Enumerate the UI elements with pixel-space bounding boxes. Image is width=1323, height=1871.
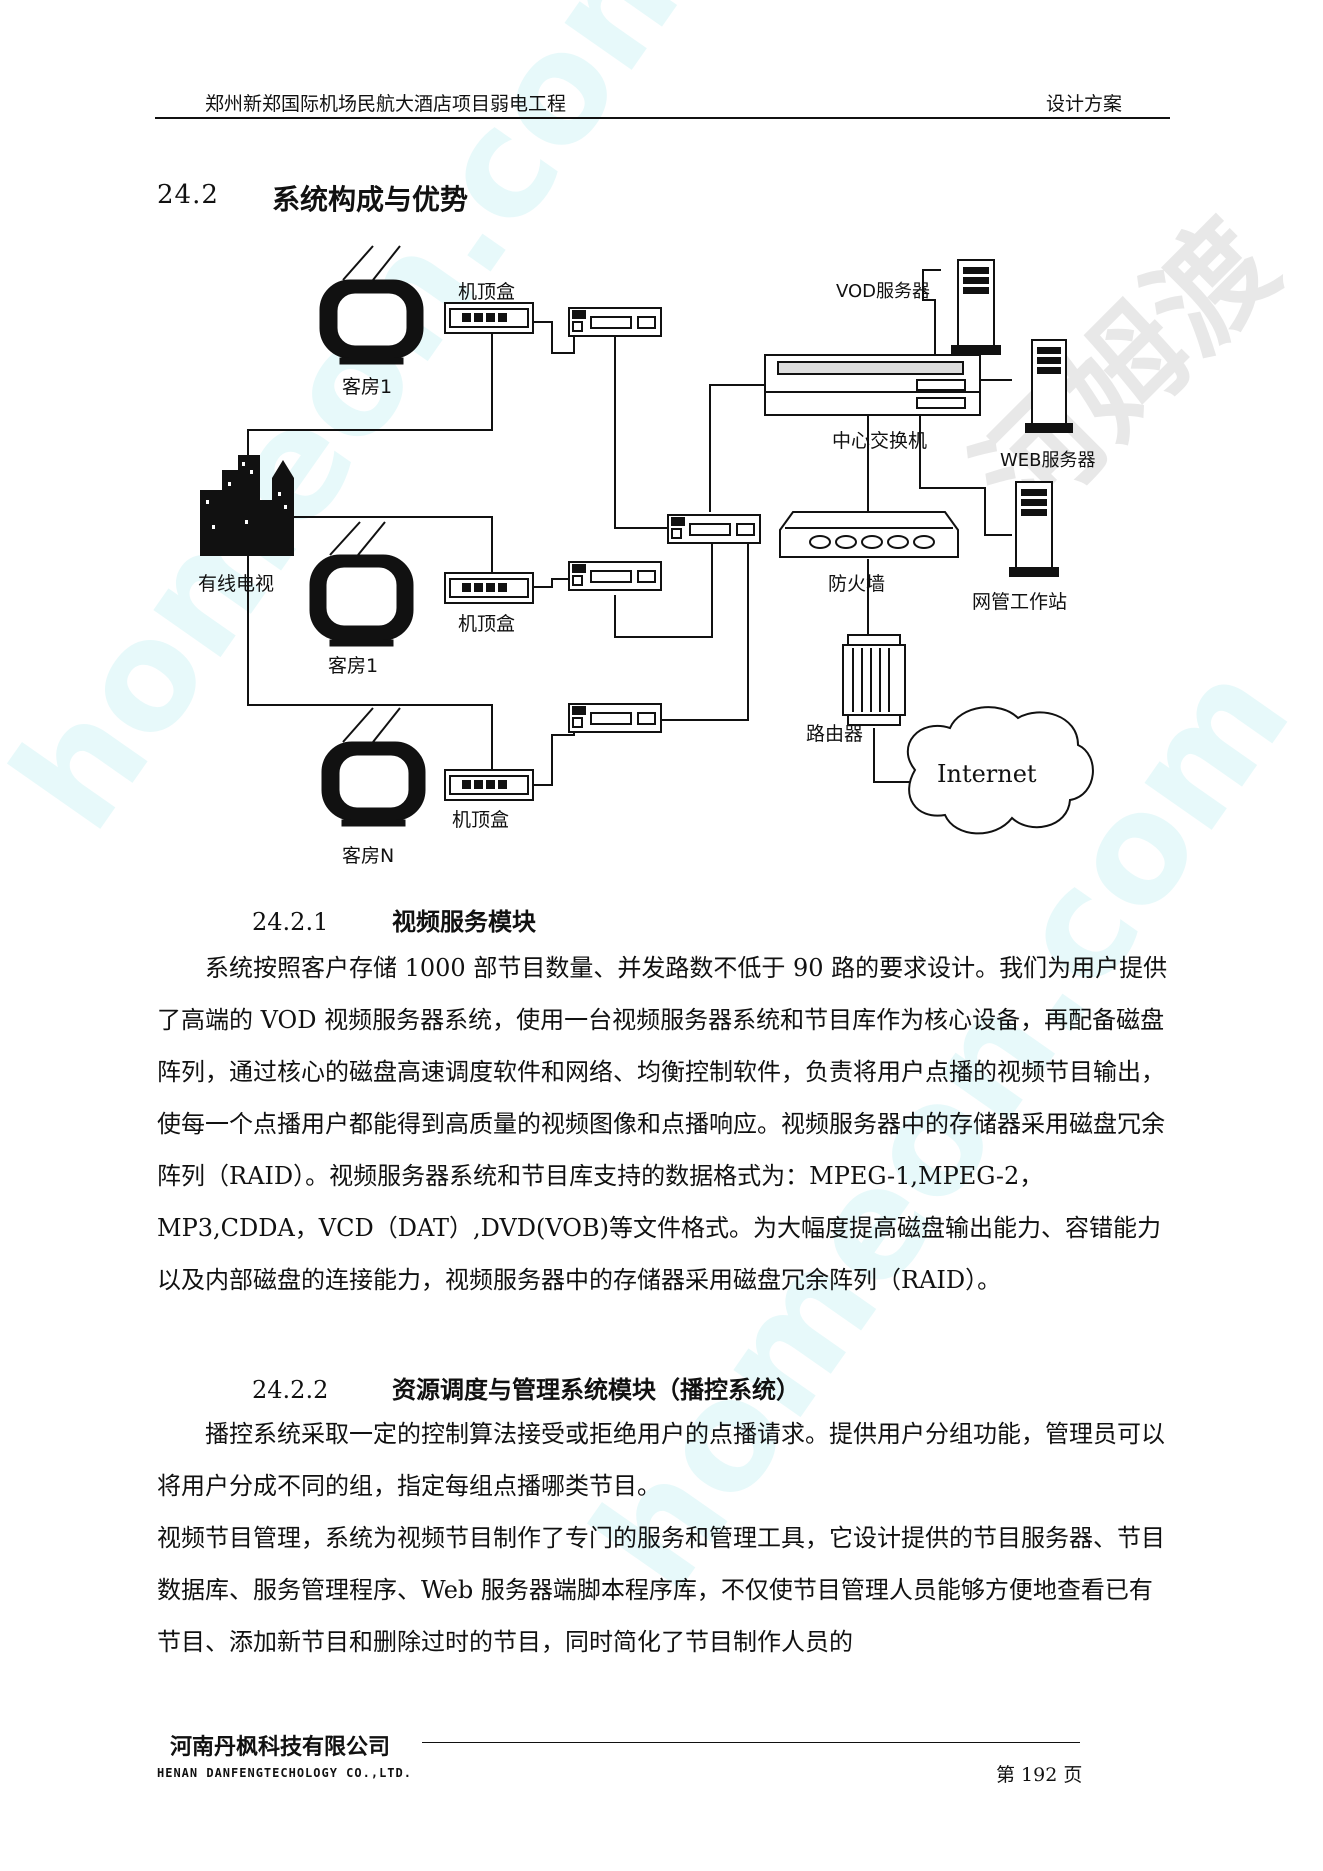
- label-stb-1: 机顶盒: [458, 281, 515, 303]
- set-top-box-2: [444, 572, 534, 604]
- label-cable-tv: 有线电视: [198, 573, 274, 595]
- line-hub-center-switch: [709, 384, 765, 512]
- core-switch-device: [764, 354, 981, 416]
- line-stb1-building: [247, 322, 493, 463]
- subsection-2-title: 资源调度与管理系统模块（播控系统）: [392, 1375, 800, 1404]
- line-stb3-hub3: [532, 727, 575, 786]
- line-vod-switch: [922, 269, 941, 355]
- subsection-2-number: 24.2.2: [252, 1376, 329, 1404]
- subsection-1-body: 系统按照客户存储 1000 部节目数量、并发路数不低于 90 路的要求设计。我们…: [157, 942, 1169, 1306]
- tv-room-1: [319, 245, 424, 365]
- hub-2: [568, 561, 662, 591]
- label-firewall: 防火墙: [828, 573, 885, 595]
- label-room-1: 客房1: [342, 376, 392, 398]
- label-room-n: 客房N: [342, 845, 394, 867]
- label-router: 路由器: [806, 723, 863, 745]
- hub-center: [667, 514, 761, 544]
- section-title: 系统构成与优势: [272, 183, 469, 216]
- line-stb2-hub2: [532, 578, 574, 588]
- firewall-device: [779, 511, 959, 558]
- tv-room-2: [309, 521, 414, 647]
- set-top-box-3: [444, 769, 534, 801]
- router-device: [842, 634, 906, 726]
- label-core-switch: 中心交换机: [832, 430, 927, 452]
- hub-3: [568, 703, 662, 733]
- line-building-stb3: [247, 556, 493, 773]
- subsection-2-heading: 24.2.2 资源调度与管理系统模块（播控系统）: [252, 1370, 800, 1405]
- label-vod-server: VOD服务器: [836, 281, 930, 302]
- cable-tv-building-icon: [200, 455, 294, 556]
- label-web-server: WEB服务器: [1000, 450, 1096, 471]
- subsection-1-paragraph: 系统按照客户存储 1000 部节目数量、并发路数不低于 90 路的要求设计。我们…: [157, 954, 1168, 1294]
- label-stb-3: 机顶盒: [452, 809, 509, 831]
- footer-company-en: HENAN DANFENGTECHOLOGY CO.,LTD.: [157, 1766, 412, 1780]
- line-building-stb2: [288, 516, 493, 575]
- footer-company-cn: 河南丹枫科技有限公司: [170, 1735, 391, 1760]
- line-hub3-hub-center: [660, 542, 749, 721]
- footer-page-number: 第 192 页: [996, 1764, 1083, 1786]
- web-server-icon: [1025, 339, 1073, 433]
- label-internet: Internet: [937, 760, 1037, 788]
- vod-server-icon: [951, 259, 1001, 355]
- label-stb-2: 机顶盒: [458, 613, 515, 635]
- vod-network-diagram: 机顶盒 客房1 有线电视 机顶盒 客房1 机顶盒 客房N VOD服务器 中心交换…: [198, 245, 1096, 867]
- subsection-1-heading: 24.2.1 视频服务模块: [252, 902, 536, 937]
- subsection-2-body: 播控系统采取一定的控制算法接受或拒绝用户的点播请求。提供用户分组功能，管理员可以…: [157, 1408, 1169, 1668]
- set-top-box-1: [444, 302, 534, 334]
- hub-1: [568, 307, 662, 337]
- header-title: 郑州新郑国际机场民航大酒店项目弱电工程: [205, 93, 567, 115]
- tv-room-n: [321, 707, 426, 827]
- label-room-2: 客房1: [328, 655, 378, 677]
- subsection-1-number: 24.2.1: [252, 908, 329, 936]
- line-hub1-hub-center: [614, 334, 693, 542]
- line-stb1-hub1: [532, 321, 575, 354]
- subsection-1-title: 视频服务模块: [392, 907, 536, 936]
- header-doc-type: 设计方案: [1046, 93, 1123, 115]
- subsection-2-paragraph-2: 视频节目管理，系统为视频节目制作了专门的服务和管理工具，它设计提供的节目服务器、…: [157, 1524, 1165, 1656]
- footer-rule: [422, 1742, 1080, 1743]
- subsection-2-paragraph-1: 播控系统采取一定的控制算法接受或拒绝用户的点播请求。提供用户分组功能，管理员可以…: [157, 1420, 1165, 1500]
- header-rule: [155, 117, 1170, 119]
- label-nms-station: 网管工作站: [972, 591, 1067, 613]
- nms-workstation-icon: [1009, 481, 1059, 577]
- line-router-internet: [873, 728, 910, 783]
- section-number: 24.2: [157, 180, 219, 210]
- line-hub2-hub-center: [614, 542, 713, 638]
- internet-cloud: [906, 706, 1094, 835]
- line-switch-nms: [919, 413, 1012, 536]
